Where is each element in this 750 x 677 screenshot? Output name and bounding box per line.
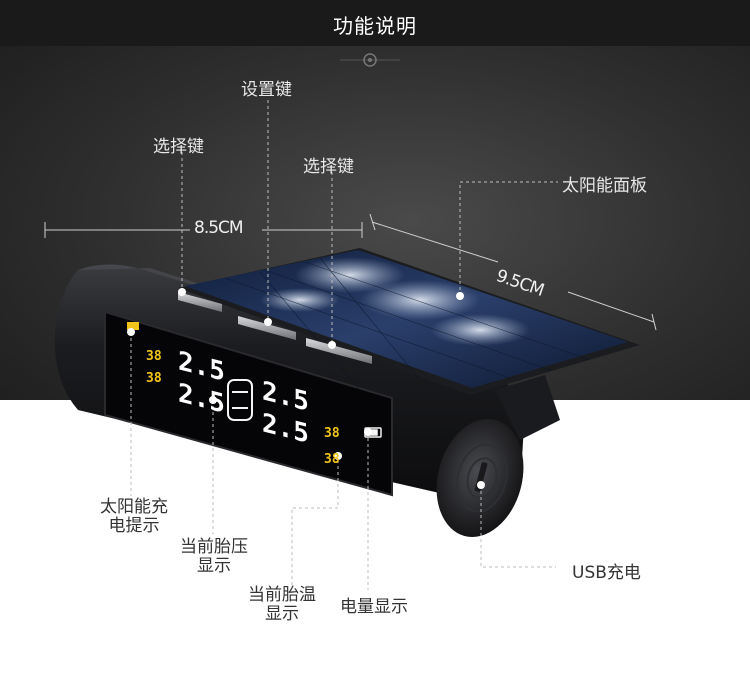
tpms-device [54,264,560,537]
car-icon [227,379,253,421]
solar-panel-label: 太阳能面板 [562,176,647,196]
crosshair-icon [340,53,400,67]
lcd-left-small-top: 38 [146,349,162,364]
callout-dots [127,288,485,489]
solar-panel [178,248,640,395]
width-dimension-line [44,222,363,238]
select-key-left-label: 选择键 [153,137,204,157]
lcd-right-small-bottom: 38 [324,452,340,467]
lcd-display [127,322,382,438]
tire-temp-label-line1: 当前胎温 [248,585,316,605]
solar-charge-indicator-icon [127,322,139,330]
page-title: 功能说明 [333,14,417,38]
tire-pressure-label-line2: 显示 [197,556,231,576]
solar-charge-label-line1: 太阳能充 [100,497,168,517]
width-dimension: 8.5CM [194,218,244,238]
callout-lines [130,100,558,590]
tire-pressure-label: 当前胎压 显示 [180,538,248,576]
tire-pressure-label-line1: 当前胎压 [180,537,248,557]
solar-charge-label: 太阳能充 电提示 [100,498,168,536]
tire-temp-label: 当前胎温 显示 [248,586,316,624]
set-key-label: 设置键 [241,80,292,100]
select-key-right-label: 选择键 [303,157,354,177]
device-buttons [178,292,372,364]
length-dimension-line [369,213,657,331]
usb-charge-label: USB充电 [572,563,641,583]
lcd-right-small-top: 38 [324,426,340,441]
tire-temp-label-line2: 显示 [265,604,299,624]
header-band [0,0,750,46]
battery-display-label: 电量显示 [340,597,408,617]
solar-charge-label-line2: 电提示 [108,516,160,536]
lcd-left-small-bottom: 38 [146,371,162,386]
